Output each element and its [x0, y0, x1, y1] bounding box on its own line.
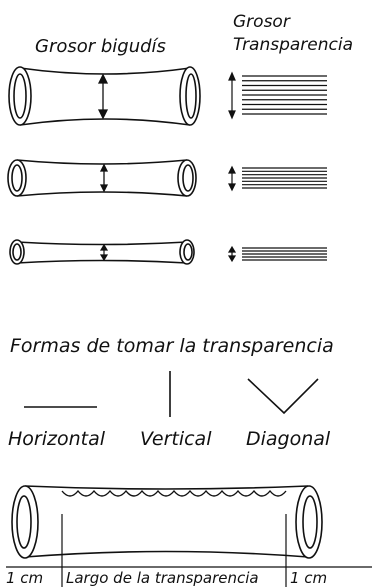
curler-thick [8, 66, 201, 126]
label-horizontal: Horizontal [8, 428, 106, 450]
diagonal-sample-lines [247, 378, 319, 415]
curler-thin-arrow [99, 243, 109, 262]
measure-left-margin: 1 cm [6, 569, 43, 587]
measure-right-margin: 1 cm [290, 569, 327, 587]
transparency-lines-medium [242, 167, 327, 189]
section-title: Formas de tomar la transparencia [10, 335, 334, 357]
header-transparency-thickness-1: Grosor [233, 12, 291, 32]
header-transparency-thickness-2: Transparencia [233, 35, 353, 55]
curler-thick-arrow [97, 73, 109, 120]
curler-measured [11, 485, 323, 559]
transparency-arrow-thick [228, 71, 236, 120]
transparency-arrow-thin [227, 245, 237, 263]
curler-medium-arrow [99, 163, 109, 193]
transparency-arrow-medium [228, 165, 236, 192]
transparency-lines-thin [242, 247, 327, 261]
transparency-lines-thick [242, 75, 327, 115]
label-diagonal: Diagonal [246, 428, 331, 450]
measure-middle: Largo de la transparencia [66, 569, 259, 587]
label-vertical: Vertical [140, 428, 212, 450]
scalloped-edge [61, 489, 287, 497]
curler-medium [7, 159, 197, 197]
curler-thin [9, 239, 195, 265]
header-curler-thickness: Grosor bigudís [35, 36, 166, 57]
